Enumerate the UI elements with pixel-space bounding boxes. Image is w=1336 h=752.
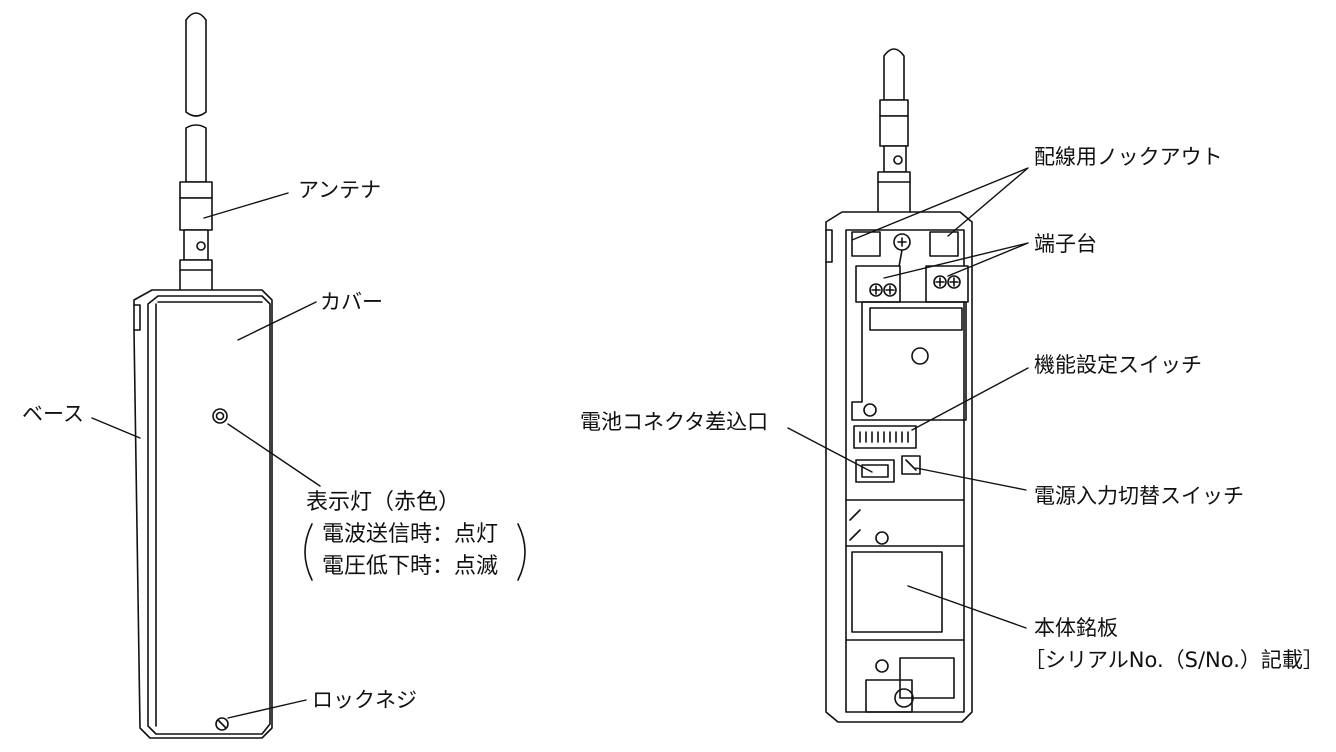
left-cover bbox=[147, 295, 271, 735]
label-antenna: アンテナ bbox=[298, 178, 382, 202]
nameplate bbox=[851, 551, 943, 633]
leader-cover bbox=[237, 301, 317, 341]
leader-battery-connector bbox=[787, 427, 873, 473]
function-dip-switch bbox=[853, 425, 917, 449]
indicator-bracket-right bbox=[517, 523, 526, 581]
leader-lock-screw bbox=[227, 699, 307, 719]
label-indicator-line1: 電波送信時：点灯 bbox=[322, 522, 499, 547]
indicator-bracket-left bbox=[304, 523, 313, 581]
leader-indicator bbox=[227, 423, 321, 487]
label-nameplate-note: ［シリアルNo.（S/No.）記載］ bbox=[1024, 648, 1324, 672]
right-antenna bbox=[877, 48, 911, 223]
left-indicator-lamp bbox=[212, 408, 228, 424]
circuit-board bbox=[851, 301, 967, 421]
label-indicator-title: 表示灯（赤色） bbox=[306, 490, 461, 515]
leader-power-switch bbox=[915, 467, 1027, 491]
label-base: ベース bbox=[22, 402, 84, 426]
left-antenna bbox=[179, 12, 213, 297]
right-device bbox=[825, 48, 973, 723]
wiring-knockout-right bbox=[929, 231, 959, 257]
leader-nameplate bbox=[907, 585, 1027, 629]
power-select-switch bbox=[901, 455, 921, 475]
label-function-switch: 機能設定スイッチ bbox=[1034, 353, 1202, 377]
label-power-switch: 電源入力切替スイッチ bbox=[1034, 484, 1244, 508]
leader-function-switch bbox=[911, 367, 1029, 431]
leader-antenna bbox=[203, 192, 289, 219]
left-lock-screw bbox=[215, 717, 229, 731]
right-base-inner bbox=[845, 229, 965, 713]
label-battery-connector: 電池コネクタ差込口 bbox=[580, 410, 769, 434]
leader-base bbox=[91, 417, 141, 439]
terminal-blocks bbox=[855, 265, 969, 303]
leader-lines bbox=[91, 167, 1029, 719]
label-nameplate: 本体銘板 bbox=[1034, 616, 1118, 640]
label-cover: カバー bbox=[320, 290, 383, 314]
label-wiring-knockout: 配線用ノックアウト bbox=[1034, 145, 1223, 169]
leader-terminal bbox=[883, 242, 1029, 279]
label-lock-screw: ロックネジ bbox=[312, 688, 417, 712]
left-device bbox=[133, 12, 273, 739]
battery-connector-slot bbox=[855, 459, 895, 483]
leader-knockout bbox=[851, 167, 1029, 241]
label-indicator-line2: 電圧低下時：点滅 bbox=[322, 554, 499, 579]
label-terminal-block: 端子台 bbox=[1034, 232, 1097, 256]
